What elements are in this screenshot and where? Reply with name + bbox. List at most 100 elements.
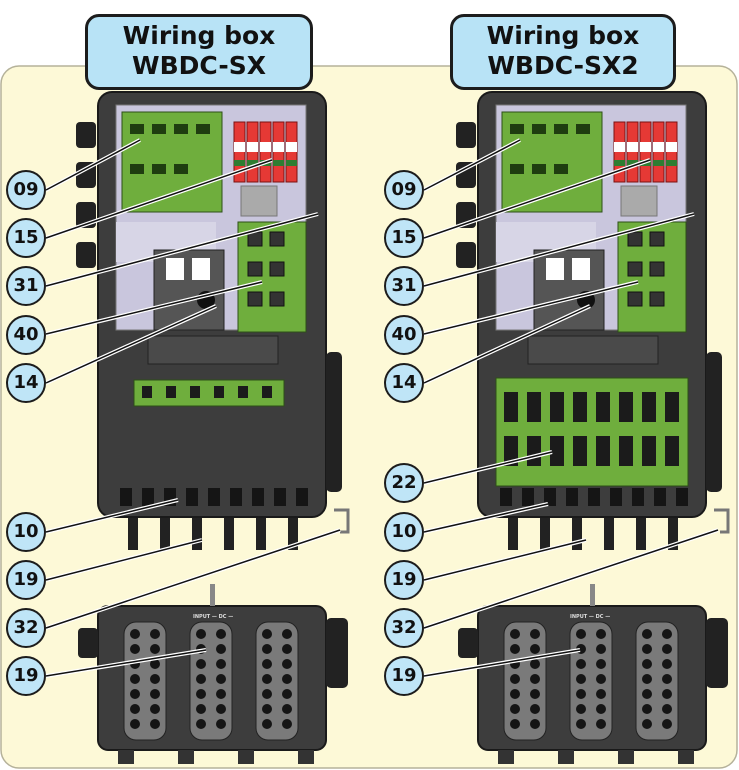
right-mc4-2-4-0 (642, 689, 652, 699)
left-mc4-2-4-1 (282, 689, 292, 699)
left-mc4-0-0-0 (130, 629, 140, 639)
right-hex-key (714, 508, 730, 534)
right-bottom-connector-5 (610, 488, 622, 506)
callout-right-10: 10 (384, 512, 424, 552)
right-bottom-connector-2 (544, 488, 556, 506)
right-title-line2: WBDC-SX2 (487, 51, 639, 80)
left-mc4-0-3-1 (150, 674, 160, 684)
right-mc4-2-3-1 (662, 674, 672, 684)
right-bottom-connector-8 (676, 488, 688, 506)
callout-right-09: 09 (384, 170, 424, 210)
left-surge-window-2 (260, 142, 271, 152)
left-mc4-1-0-1 (216, 629, 226, 639)
right-mc4-2-1-1 (662, 644, 672, 654)
right-chip-1 (532, 124, 546, 134)
right-mc4-1-6-0 (576, 719, 586, 729)
right-fuse-holder-0-4 (596, 392, 610, 422)
callout-right-14: 14 (384, 363, 424, 403)
left-bottom-connector-0 (120, 488, 132, 506)
right-mc4-0-6-1 (530, 719, 540, 729)
left-switch-base (147, 335, 279, 365)
right-mc4-2-3-0 (642, 674, 652, 684)
left-bottom-gland-0 (128, 518, 138, 550)
leader-left-09 (45, 139, 141, 191)
left-bus-terminal-0 (142, 386, 152, 398)
right-mc4-0-3-0 (510, 674, 520, 684)
left-bottom-connector-6 (252, 488, 264, 506)
right-mc4-0-4-1 (530, 689, 540, 699)
left-relay-0 (247, 231, 263, 247)
right-mc4-2-0-0 (642, 629, 652, 639)
right-side-gland-0 (456, 122, 476, 148)
right-mc4-2-0-1 (662, 629, 672, 639)
leader-right-22 (423, 451, 553, 484)
right-fuse-holder-0-3 (573, 392, 587, 422)
left-side-gland-1 (76, 162, 96, 188)
right-mc4-2-1-0 (642, 644, 652, 654)
right-bottom-connector-6 (632, 488, 644, 506)
right-fuse-holder-1-1 (527, 436, 541, 466)
left-front-left-gland (78, 628, 98, 658)
leader-right-32 (423, 529, 719, 629)
right-bottom-gland-3 (604, 518, 614, 550)
right-side-gland-3 (456, 242, 476, 268)
right-mc4-1-0-0 (576, 629, 586, 639)
right-side-handle (706, 352, 722, 492)
callout-right-19a: 19 (384, 560, 424, 600)
right-mc4-1-2-1 (596, 659, 606, 669)
right-bottom-connector-1 (522, 488, 534, 506)
left-surge-window-4 (286, 142, 297, 152)
left-surge-band-1 (247, 160, 258, 166)
left-mc4-1-6-0 (196, 719, 206, 729)
left-surge-band-4 (286, 160, 297, 166)
leader-right-10 (423, 503, 549, 533)
left-side-gland-3 (76, 242, 96, 268)
leader-right-19b (423, 649, 581, 677)
right-bottom-connector-4 (588, 488, 600, 506)
right-mc4-1-2-0 (576, 659, 586, 669)
callout-right-32: 32 (384, 608, 424, 648)
right-mc4-1-6-1 (596, 719, 606, 729)
callout-left-09: 09 (6, 170, 46, 210)
right-cover-plate (620, 185, 658, 217)
left-mc4-0-2-1 (150, 659, 160, 669)
left-surge-window-0 (234, 142, 245, 152)
right-bottom-gland-1 (540, 518, 550, 550)
right-surge-window-3 (653, 142, 664, 152)
left-mc4-2-3-0 (262, 674, 272, 684)
right-mc4-2-2-0 (642, 659, 652, 669)
callout-left-10: 10 (6, 512, 46, 552)
right-surge-window-0 (614, 142, 625, 152)
right-bottom-connector-7 (654, 488, 666, 506)
right-chip-6 (554, 164, 568, 174)
left-mc4-0-1-0 (130, 644, 140, 654)
leader-right-19a (423, 539, 587, 581)
left-bottom-gland-3 (224, 518, 234, 550)
left-side-handle (326, 352, 342, 492)
left-mc4-1-2-0 (196, 659, 206, 669)
right-bottom-gland-5 (668, 518, 678, 550)
leader-left-10 (45, 499, 179, 533)
right-disconnector-window-1 (546, 258, 564, 280)
left-bus-terminal-5 (262, 386, 272, 398)
left-input-dc-label: INPUT — DC — (193, 614, 234, 620)
callout-right-31: 31 (384, 266, 424, 306)
right-mc4-0-4-0 (510, 689, 520, 699)
right-mc4-0-1-1 (530, 644, 540, 654)
right-surge-band-1 (627, 160, 638, 166)
leader-left-15 (45, 159, 273, 239)
right-relay-4 (627, 291, 643, 307)
left-front-right-handle (326, 618, 348, 688)
left-mc4-2-6-0 (262, 719, 272, 729)
left-bottom-connector-7 (274, 488, 286, 506)
left-mc4-1-5-0 (196, 704, 206, 714)
left-mc4-0-6-1 (150, 719, 160, 729)
left-mc4-0-6-0 (130, 719, 140, 729)
left-surge-band-0 (234, 160, 245, 166)
right-mc4-0-3-1 (530, 674, 540, 684)
right-mc4-2-5-1 (662, 704, 672, 714)
left-surge-band-3 (273, 160, 284, 166)
right-mc4-1-4-0 (576, 689, 586, 699)
